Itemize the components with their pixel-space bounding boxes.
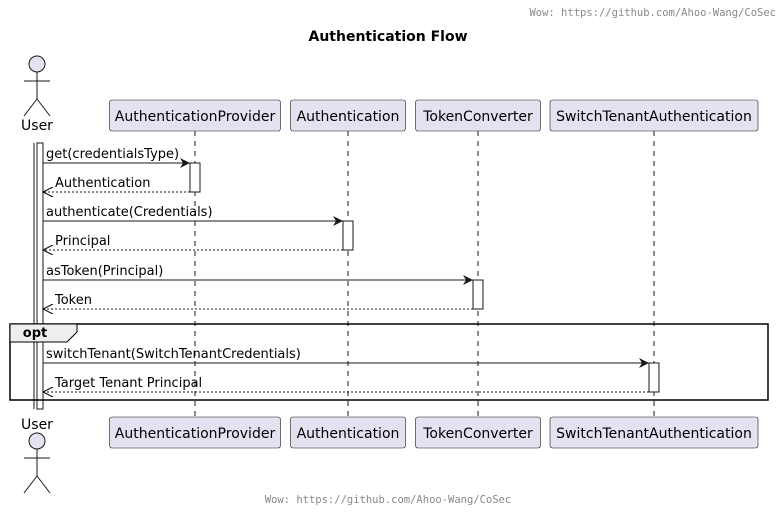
- participant-box: [415, 416, 541, 449]
- message-label: get(credentialsType): [46, 147, 179, 162]
- message-label: Authentication: [55, 176, 150, 191]
- participant-label: Authentication: [297, 426, 400, 442]
- actor-label: User: [21, 118, 53, 134]
- participant-label: TokenConverter: [422, 109, 533, 125]
- actor-head: [28, 432, 46, 450]
- actor-left-leg: [23, 98, 38, 117]
- fragment-frame: [9, 323, 769, 401]
- participant-switch-tenant-authentication-top: SwitchTenantAuthentication: [549, 99, 759, 132]
- message-label: Token: [54, 293, 92, 308]
- participant-box: [109, 99, 281, 132]
- activation-authentication-provider-0: [189, 162, 201, 193]
- fragment-tab: [9, 323, 78, 343]
- participants-top: User AuthenticationProvider Authentication…: [21, 55, 759, 134]
- participant-box: [290, 416, 406, 449]
- diagram-title: Authentication Flow: [308, 29, 467, 45]
- message-3: Principal: [43, 234, 343, 250]
- participant-label: AuthenticationProvider: [115, 426, 276, 442]
- participant-label: Authentication: [297, 109, 400, 125]
- participant-label: SwitchTenantAuthentication: [556, 109, 752, 125]
- messages: get(credentialsType) Authentication authen…: [43, 147, 649, 392]
- activation-authentication-1: [342, 220, 354, 251]
- participant-box: [290, 99, 406, 132]
- header-watermark: Wow: https://github.com/Ahoo-Wang/CoSec: [529, 7, 776, 19]
- activation-bars: [189, 162, 660, 393]
- message-1: Authentication: [43, 176, 190, 192]
- message-6: switchTenant(SwitchTenantCredentials): [43, 347, 649, 368]
- message-5: Token: [43, 293, 473, 309]
- message-7: Target Tenant Principal: [43, 376, 649, 392]
- participant-box: [549, 99, 759, 132]
- activation-token-converter-2: [472, 279, 484, 310]
- participant-authentication-provider-top: AuthenticationProvider: [109, 99, 281, 132]
- participant-authentication-top: Authentication: [290, 99, 406, 132]
- fragment-0: opt: [9, 323, 769, 401]
- participant-token-converter-top: TokenConverter: [415, 99, 541, 132]
- actor-user-top: User: [21, 55, 53, 134]
- participant-box: [109, 416, 281, 449]
- actor-right-leg: [36, 475, 51, 494]
- participant-box: [549, 416, 759, 449]
- actor-right-leg: [36, 98, 51, 117]
- message-2: authenticate(Credentials): [43, 205, 343, 226]
- participant-switch-tenant-authentication-bottom: SwitchTenantAuthentication: [549, 416, 759, 449]
- participant-authentication-bottom: Authentication: [290, 416, 406, 449]
- participant-label: AuthenticationProvider: [115, 109, 276, 125]
- participant-box: [415, 99, 541, 132]
- message-4: asToken(Principal): [43, 264, 473, 285]
- message-label: Target Tenant Principal: [54, 376, 202, 391]
- actor-head: [28, 55, 46, 73]
- fragments: opt: [9, 323, 769, 401]
- participant-token-converter-bottom: TokenConverter: [415, 416, 541, 449]
- actor-label: User: [21, 417, 53, 433]
- message-label: authenticate(Credentials): [46, 205, 213, 220]
- lifelines: [33, 131, 655, 417]
- message-0: get(credentialsType): [43, 147, 190, 168]
- participant-authentication-provider-bottom: AuthenticationProvider: [109, 416, 281, 449]
- actor-user-bottom: User: [21, 417, 53, 494]
- footer-watermark: Wow: https://github.com/Ahoo-Wang/CoSec: [265, 494, 512, 506]
- message-label: asToken(Principal): [46, 264, 163, 279]
- participant-label: SwitchTenantAuthentication: [556, 426, 752, 442]
- participant-label: TokenConverter: [422, 426, 533, 442]
- message-label: Principal: [55, 234, 110, 249]
- message-label: switchTenant(SwitchTenantCredentials): [46, 347, 301, 362]
- activation-switch-tenant-authentication-3: [648, 362, 660, 393]
- activation-user: [36, 142, 44, 410]
- fragment-label: opt: [23, 326, 47, 341]
- actor-left-leg: [23, 475, 38, 494]
